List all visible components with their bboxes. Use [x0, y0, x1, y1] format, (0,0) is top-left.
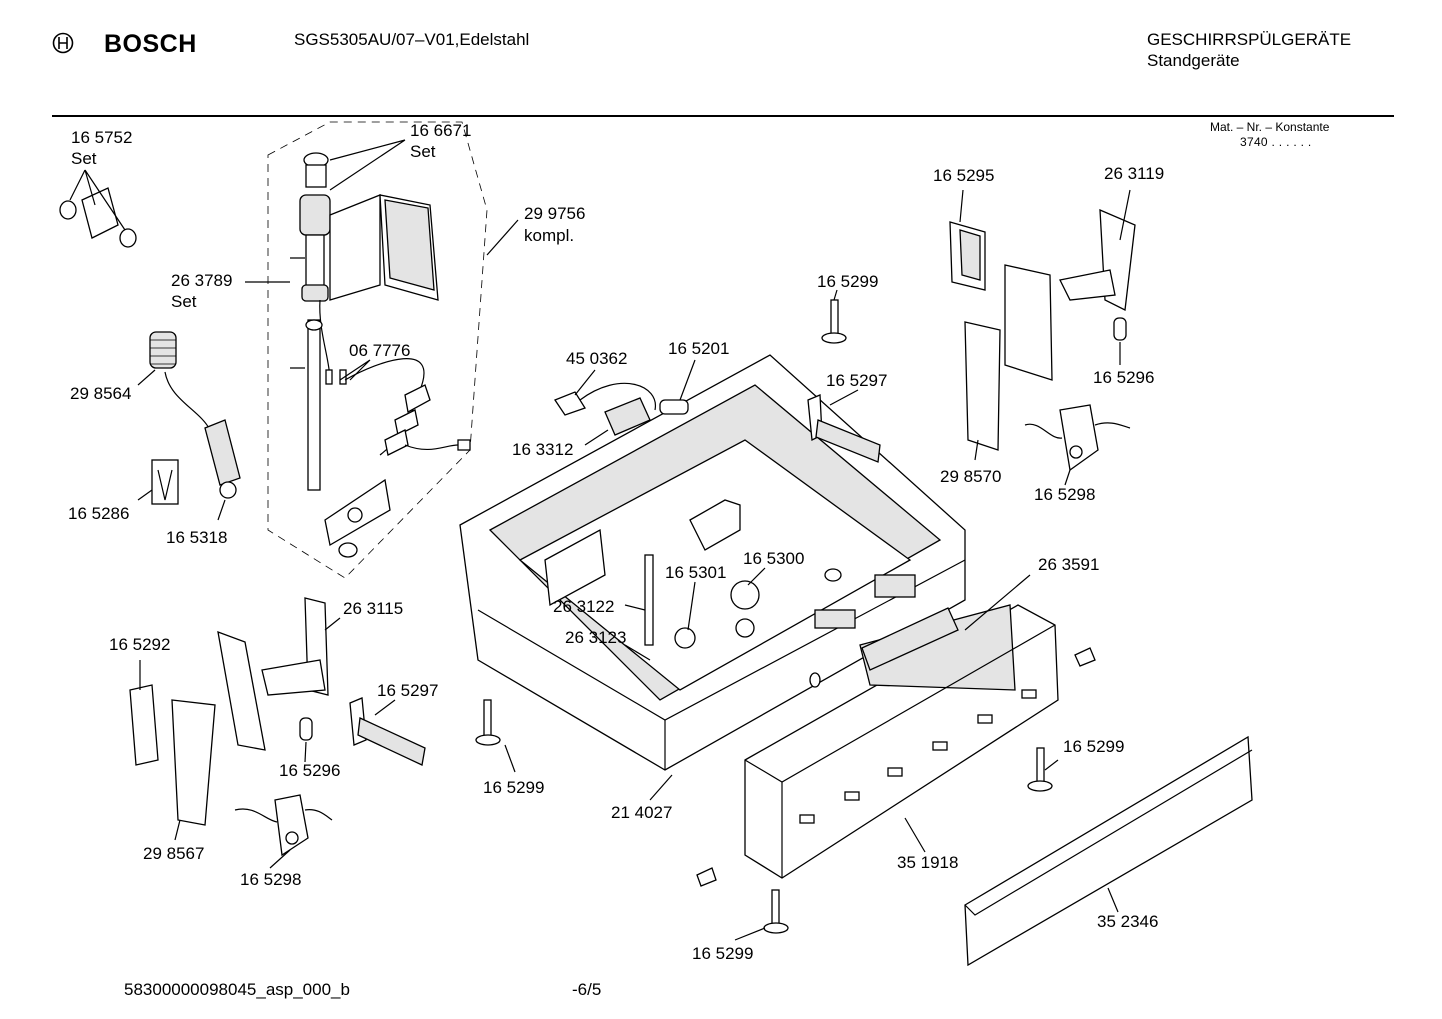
screw-165299-a	[821, 299, 847, 344]
subcategory-title: Standgeräte	[1147, 51, 1240, 70]
hinge-plate-298567	[171, 630, 266, 826]
part-label-165299-top: 16 5299	[817, 272, 878, 291]
part-label-165297-top: 16 5297	[826, 371, 887, 390]
cover-165295	[949, 221, 986, 291]
screw-165299-c	[1027, 647, 1096, 792]
part-label-299756: 29 9756	[524, 204, 585, 223]
cover-165292	[129, 684, 159, 766]
part-label-351918: 35 1918	[897, 853, 958, 872]
part-label-165299-bottom: 16 5299	[692, 944, 753, 963]
part-label-165752-set: Set	[71, 149, 97, 168]
part-labels: 16 5752 Set 16 6671 Set 29 9756 kompl. 2…	[68, 121, 1164, 963]
mat-nr-value: 3740 . . . . . .	[1240, 135, 1312, 149]
part-label-166671-set: Set	[410, 142, 436, 161]
part-label-263119: 26 3119	[1104, 164, 1164, 183]
part-label-352346: 35 2346	[1097, 912, 1158, 931]
page-number: -6/5	[572, 980, 602, 999]
part-label-165752: 16 5752	[71, 128, 132, 147]
bosch-logo-icon	[52, 32, 74, 54]
part-label-263789-set: Set	[171, 292, 197, 311]
hose-spiral	[149, 331, 241, 499]
front-panel-352346	[964, 735, 1253, 967]
part-label-165299-mid: 16 5299	[483, 778, 544, 797]
header-divider	[52, 115, 1394, 117]
clamp-part	[151, 459, 179, 505]
part-label-165296-right: 16 5296	[1093, 368, 1154, 387]
part-label-263789: 26 3789	[171, 271, 232, 290]
part-label-165298-right: 16 5298	[1034, 485, 1095, 504]
part-label-165292: 16 5292	[109, 635, 170, 654]
part-label-165297-left: 16 5297	[377, 681, 438, 700]
part-label-263115: 26 3115	[343, 599, 403, 618]
hose-clip-set	[59, 187, 137, 248]
part-label-298564: 29 8564	[70, 384, 131, 403]
category-title: GESCHIRRSPÜLGERÄTE	[1147, 30, 1352, 49]
document-id: 58300000098045_asp_000_b	[124, 980, 350, 999]
clip-165296-a	[1113, 317, 1127, 341]
screw-165299-d	[696, 867, 789, 934]
plug-cable-450362	[554, 382, 656, 416]
part-label-165301: 16 5301	[665, 563, 726, 582]
leader-lines	[69, 139, 1131, 941]
part-label-163312: 16 3312	[512, 440, 573, 459]
spring-165297-b	[349, 697, 426, 766]
part-label-450362: 45 0362	[566, 349, 627, 368]
part-label-263122: 26 3122	[553, 597, 614, 616]
part-label-165296-left: 16 5296	[279, 761, 340, 780]
connector-163312	[604, 397, 651, 436]
kickplate-clips	[799, 689, 1037, 824]
part-label-165298-left: 16 5298	[240, 870, 301, 889]
part-label-165300: 16 5300	[743, 549, 804, 568]
base-frame-214027	[459, 354, 966, 771]
model-title: SGS5305AU/07–V01,Edelstahl	[294, 30, 530, 49]
part-label-165299-right: 16 5299	[1063, 737, 1124, 756]
part-label-298567: 29 8567	[143, 844, 204, 863]
hinge-plate-298570	[964, 264, 1053, 451]
part-label-298570: 29 8570	[940, 467, 1001, 486]
motor-165298-a	[1024, 404, 1131, 472]
motor-165298-b	[234, 794, 333, 857]
part-label-166671: 16 6671	[410, 121, 471, 140]
spring-165297-a	[807, 394, 881, 463]
part-label-165286: 16 5286	[68, 504, 129, 523]
part-label-165295: 16 5295	[933, 166, 994, 185]
part-label-067776: 06 7776	[349, 341, 410, 360]
mat-nr-label: Mat. – Nr. – Konstante	[1210, 120, 1330, 134]
capacitor-165201	[659, 399, 689, 415]
clip-165296-b	[299, 717, 313, 741]
water-inlet-assembly-group	[267, 121, 488, 579]
trim-strip-263591	[861, 607, 959, 671]
screw-165299-b	[475, 699, 501, 746]
part-label-299756-kompl: kompl.	[524, 226, 574, 245]
part-label-263591: 26 3591	[1038, 555, 1099, 574]
part-label-263123: 26 3123	[565, 628, 626, 647]
part-label-165318: 16 5318	[166, 528, 227, 547]
part-label-165201: 16 5201	[668, 339, 729, 358]
kickplate-351918	[744, 604, 1059, 879]
brand-name: BOSCH	[104, 30, 197, 58]
bracket-263115	[261, 597, 329, 696]
bracket-263119	[1059, 208, 1136, 311]
part-label-214027: 21 4027	[611, 803, 672, 822]
